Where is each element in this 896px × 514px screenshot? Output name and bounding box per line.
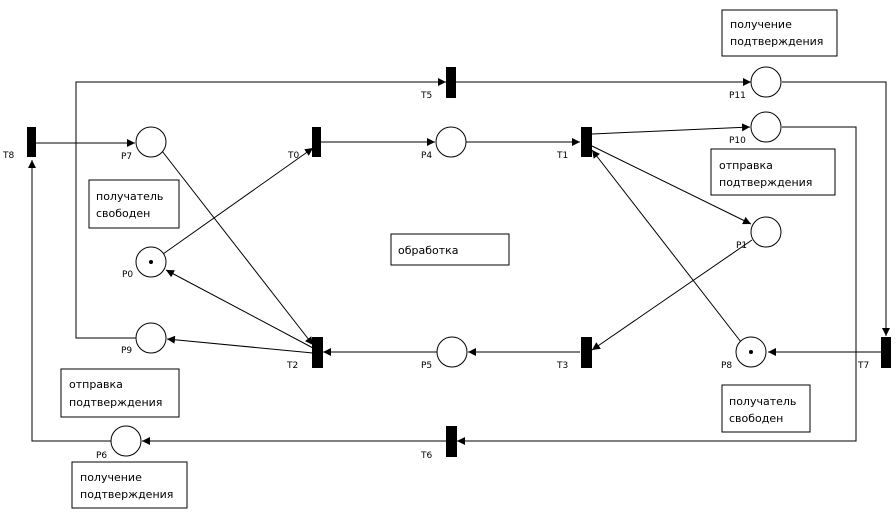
- label-p0: P0: [122, 270, 133, 280]
- transition-t6[interactable]: [446, 426, 457, 457]
- label-t3: T3: [556, 361, 568, 371]
- places-layer: [110, 66, 782, 457]
- label-p5: P5: [421, 361, 432, 371]
- note-n4-line1: обработка: [398, 244, 459, 257]
- label-p11: P11: [729, 91, 746, 101]
- label-t6: T6: [420, 451, 432, 461]
- note-n3-line1: получатель: [96, 190, 163, 203]
- note-n5-line2: свободен: [729, 412, 783, 425]
- label-p4: P4: [421, 151, 432, 161]
- transition-t7[interactable]: [881, 337, 891, 368]
- arc-p1-t3: [591, 239, 753, 351]
- label-p8: P8: [721, 361, 732, 371]
- transitions-layer: [27, 67, 891, 457]
- label-t0: T0: [287, 151, 299, 161]
- label-p9: P9: [121, 346, 132, 356]
- transition-t5[interactable]: [446, 67, 456, 98]
- note-n3-line2: свободен: [96, 207, 150, 220]
- label-p10: P10: [729, 136, 746, 146]
- place-p11[interactable]: [750, 66, 782, 98]
- arc-p0-t0: [162, 147, 314, 255]
- note-n7[interactable]: получение подтверждения: [71, 461, 188, 509]
- label-t7: T7: [857, 361, 869, 371]
- label-t8: T8: [2, 151, 14, 161]
- arc-t2-p0: [165, 269, 314, 349]
- note-n3[interactable]: получатель свободен: [88, 179, 180, 229]
- note-n6[interactable]: отправка подтверждения: [60, 368, 180, 418]
- note-n2-line1: отправка: [719, 159, 773, 172]
- arc-t2-p9: [166, 335, 314, 354]
- notes-layer: получение подтверждения отправка подтвер…: [60, 9, 838, 509]
- note-n5-line1: получатель: [729, 395, 796, 408]
- label-t1: T1: [556, 151, 568, 161]
- note-n1-line2: подтверждения: [730, 35, 823, 48]
- arc-p6-t8: [28, 160, 111, 442]
- place-p10[interactable]: [750, 111, 782, 143]
- label-t5: T5: [420, 91, 432, 101]
- arc-p8-t1: [591, 149, 742, 343]
- place-p4[interactable]: [435, 126, 467, 158]
- arc-p9-t5: [75, 78, 446, 339]
- arc-p10-t6: [457, 126, 857, 445]
- token-p8: [749, 350, 753, 354]
- note-n5[interactable]: получатель свободен: [721, 384, 811, 433]
- label-t2: T2: [286, 361, 298, 371]
- label-p1: P1: [736, 241, 747, 251]
- transition-t0[interactable]: [312, 127, 321, 157]
- place-p6[interactable]: [110, 425, 142, 457]
- note-n1[interactable]: получение подтверждения: [721, 9, 838, 57]
- note-n6-line1: отправка: [69, 378, 123, 391]
- place-p7[interactable]: [135, 126, 167, 158]
- place-p1[interactable]: [750, 216, 782, 248]
- arc-t1-p10: [591, 123, 751, 135]
- arc-p11-t7: [782, 81, 890, 336]
- arc-t1-p1: [591, 145, 752, 225]
- transition-t3[interactable]: [581, 337, 592, 368]
- place-p9[interactable]: [135, 322, 167, 354]
- labels-layer: P7 P0 P9 P6 P4 P5 P11 P10 P1 P8 T8 T0 T1…: [2, 91, 869, 461]
- place-p5[interactable]: [436, 336, 468, 368]
- arc-p7-t2: [161, 150, 314, 346]
- note-n1-line1: получение: [730, 18, 792, 31]
- note-n6-line2: подтверждения: [69, 396, 162, 409]
- transition-t2[interactable]: [312, 337, 323, 368]
- label-p7: P7: [121, 152, 132, 162]
- note-n2-line2: подтверждения: [719, 176, 812, 189]
- note-n7-line1: получение: [80, 471, 142, 484]
- transition-t8[interactable]: [27, 127, 36, 157]
- token-p0: [149, 260, 153, 264]
- arcs-layer: [28, 78, 890, 445]
- note-n7-line2: подтверждения: [80, 488, 173, 501]
- note-n2[interactable]: отправка подтверждения: [710, 148, 836, 196]
- note-n4[interactable]: обработка: [390, 233, 510, 266]
- label-p6: P6: [96, 451, 107, 461]
- transition-t1[interactable]: [581, 127, 592, 157]
